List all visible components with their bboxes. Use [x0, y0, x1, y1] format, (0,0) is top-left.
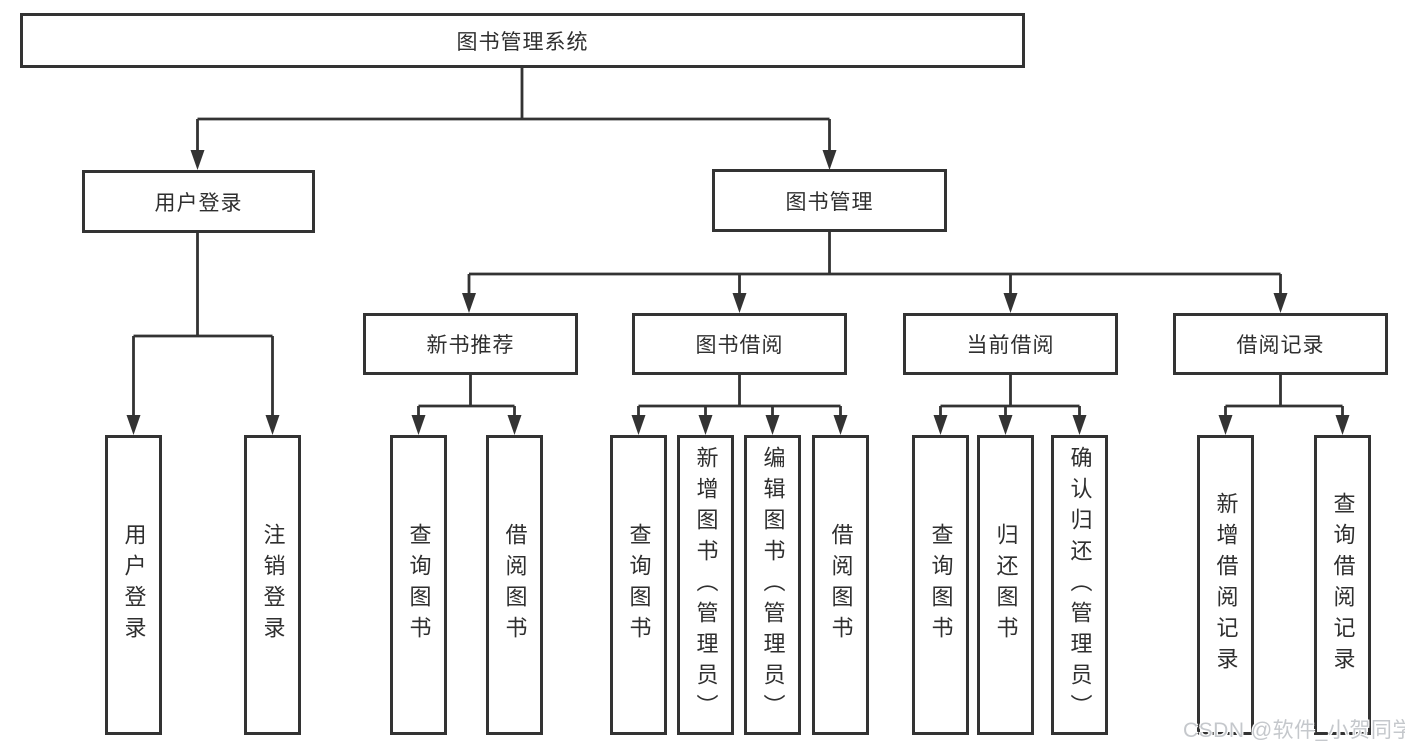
node-label: 编辑图书（管理员） — [760, 445, 786, 725]
node-label: 新增图书（管理员） — [693, 445, 719, 725]
node-label: 新增借阅记录 — [1213, 492, 1239, 678]
csdn-watermark: CSDN @软件_小贺同学 — [1183, 719, 1405, 742]
leaf-borrow-books: 借阅图书 — [812, 435, 869, 735]
node-borrow-records: 借阅记录 — [1173, 313, 1388, 375]
leaf-add-borrow-record: 新增借阅记录 — [1197, 435, 1254, 735]
leaf-borrow-books-recommend: 借阅图书 — [486, 435, 543, 735]
arrowhead-icons — [126, 150, 1350, 435]
leaf-add-book-admin: 新增图书（管理员） — [677, 435, 734, 735]
node-label: 确认归还（管理员） — [1067, 445, 1093, 725]
node-label: 新书推荐 — [426, 334, 515, 357]
node-label: 当前借阅 — [966, 334, 1055, 357]
node-label: 图书管理 — [785, 190, 874, 214]
leaf-logout: 注销登录 — [244, 435, 301, 735]
leaf-edit-book-admin: 编辑图书（管理员） — [744, 435, 801, 735]
node-label: 查询图书 — [626, 523, 652, 647]
node-label: 查询图书 — [928, 523, 954, 647]
node-label: 图书借阅 — [695, 334, 784, 357]
node-label: 用户登录 — [154, 191, 243, 215]
node-label: 借阅记录 — [1236, 334, 1325, 357]
node-book-management: 图书管理 — [712, 169, 947, 232]
node-label: 归还图书 — [993, 523, 1019, 647]
leaf-return-book: 归还图书 — [977, 435, 1034, 735]
node-current-borrow: 当前借阅 — [903, 313, 1118, 375]
node-label: 注销登录 — [260, 523, 286, 647]
node-new-book-recommend: 新书推荐 — [363, 313, 578, 375]
leaf-confirm-return-admin: 确认归还（管理员） — [1051, 435, 1108, 735]
node-label: 查询图书 — [406, 523, 432, 647]
node-user-login: 用户登录 — [82, 170, 315, 233]
node-label: 借阅图书 — [828, 523, 854, 647]
node-book-borrow: 图书借阅 — [632, 313, 847, 375]
leaf-user-login: 用户登录 — [105, 435, 162, 735]
leaf-query-borrow-record: 查询借阅记录 — [1314, 435, 1371, 735]
leaf-query-books-recommend: 查询图书 — [390, 435, 447, 735]
node-system-root: 图书管理系统 — [20, 13, 1025, 68]
node-label: 查询借阅记录 — [1330, 492, 1356, 678]
node-label: 借阅图书 — [502, 523, 528, 647]
node-label: 图书管理系统 — [456, 30, 589, 54]
connector-lines — [132, 68, 1344, 416]
node-label: 用户登录 — [121, 523, 147, 647]
leaf-query-books-current: 查询图书 — [912, 435, 969, 735]
leaf-query-books-borrow: 查询图书 — [610, 435, 667, 735]
